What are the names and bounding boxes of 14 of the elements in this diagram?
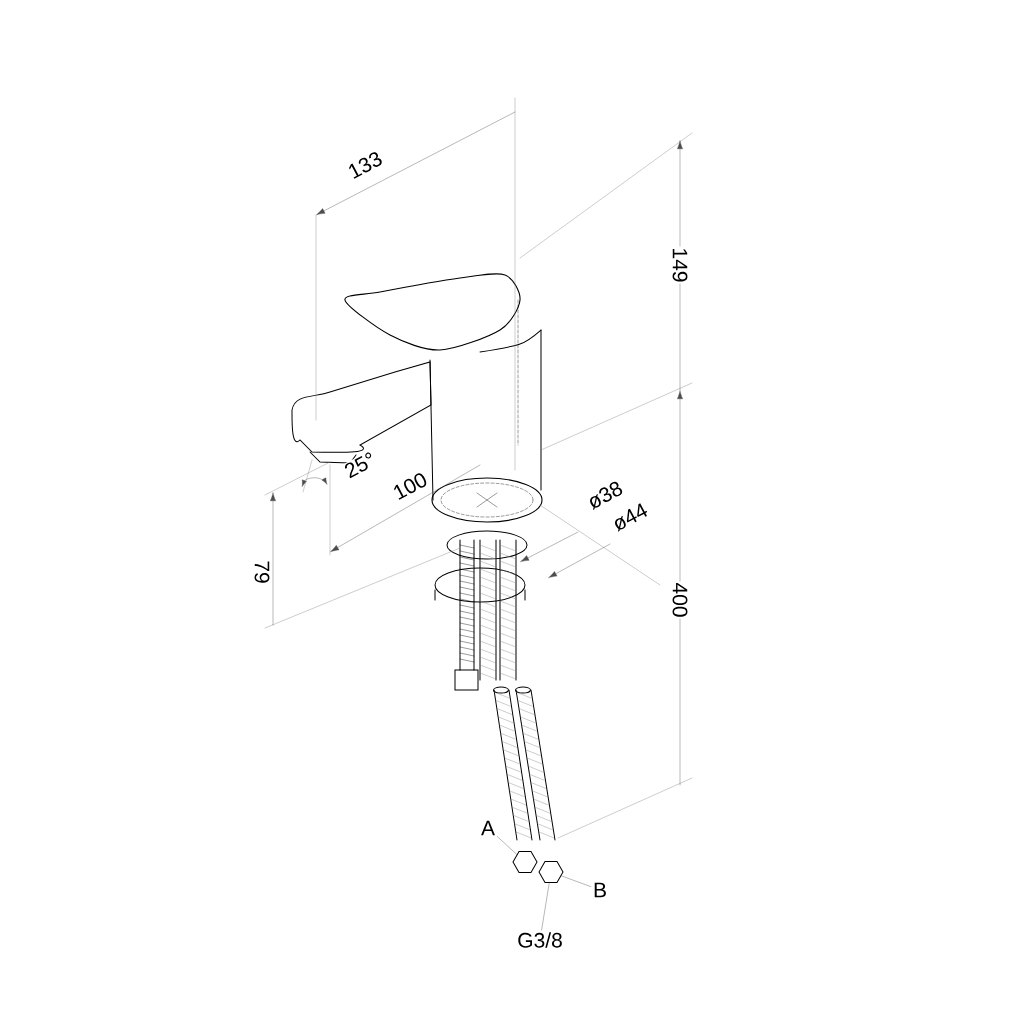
dimension-label: 149	[671, 246, 689, 284]
leader-line	[561, 875, 591, 887]
hose-nut	[538, 861, 564, 883]
dimension-label: 25°	[341, 449, 379, 481]
callout-letter: A	[481, 820, 495, 836]
dimension-label: 79	[253, 559, 271, 585]
thread-label: G3/8	[518, 932, 562, 948]
callout-letter: B	[594, 882, 606, 898]
hose-nut	[512, 851, 538, 873]
dimension-label: 400	[671, 581, 689, 619]
leader-line	[497, 836, 517, 855]
dimension-label: 100	[389, 469, 431, 503]
leader-line	[541, 882, 550, 931]
dimension-label: 133	[344, 148, 386, 182]
